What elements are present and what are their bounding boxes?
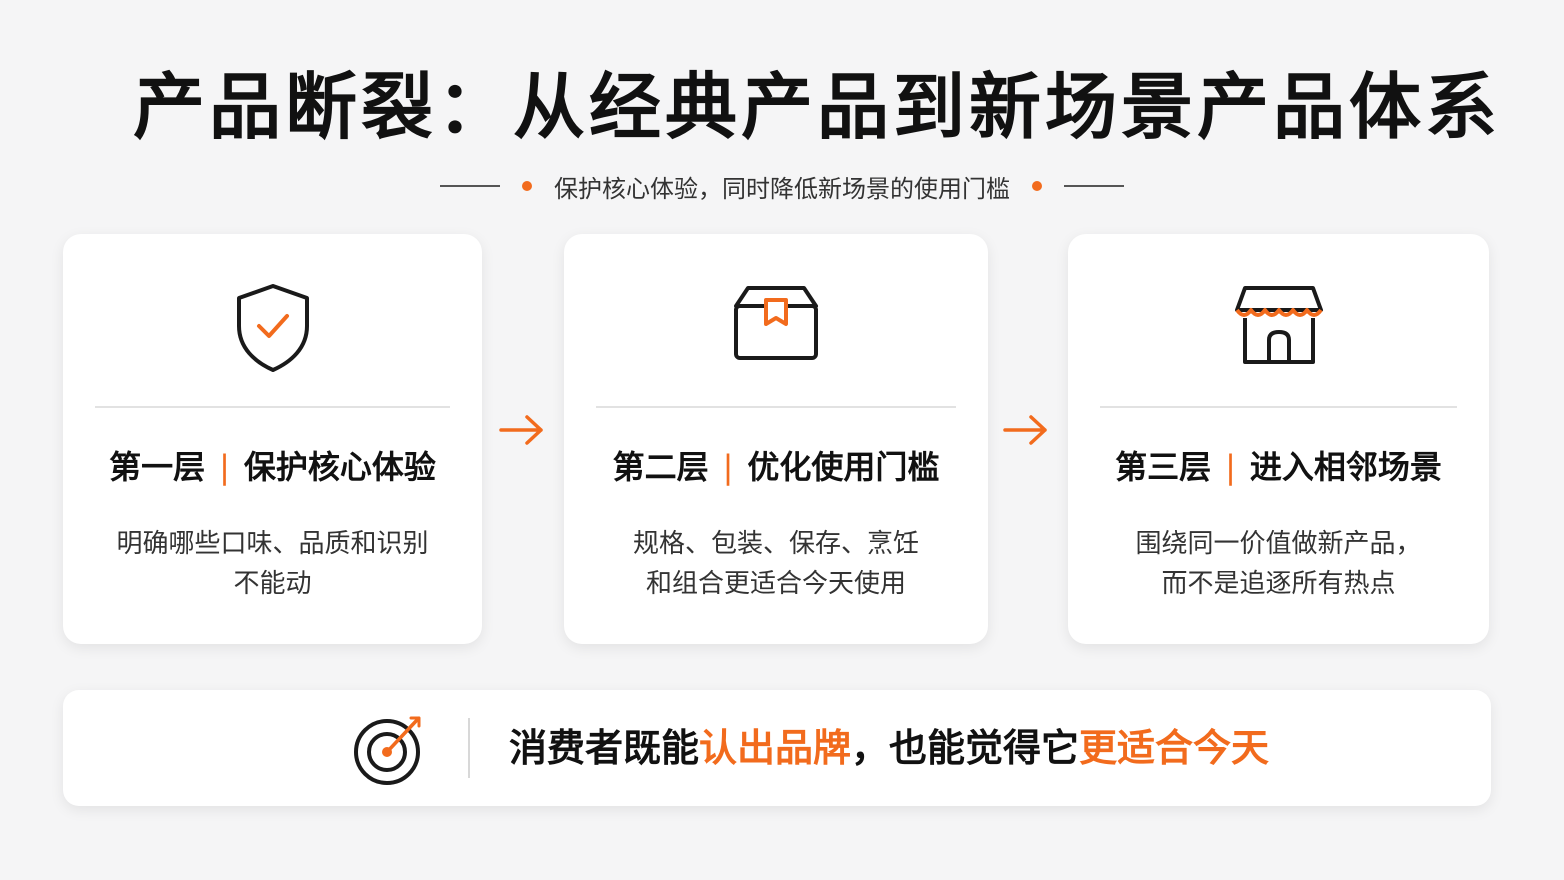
heading-separator: | — [219, 448, 230, 486]
box-icon — [734, 286, 818, 360]
layer-label: 第三层 — [1115, 448, 1212, 486]
subtitle-left-line — [440, 185, 500, 187]
conclusion-part: ，也能觉得它 — [851, 726, 1080, 770]
heading-separator: | — [1225, 448, 1236, 486]
arrow-right-icon — [1003, 415, 1047, 445]
subtitle: 保护核心体验，同时降低新场景的使用门槛 — [554, 174, 1010, 203]
description-line: 而不是追逐所有热点 — [1161, 569, 1396, 599]
card-heading: 第二层 | 优化使用门槛 — [564, 442, 988, 488]
description-line: 和组合更适合今天使用 — [645, 569, 906, 599]
layer-label: 第一层 — [109, 448, 206, 486]
card-layer-1: 第一层 | 保护核心体验 明确哪些口味、品质和识别 不能动 — [63, 234, 482, 644]
storefront-icon — [1234, 286, 1323, 364]
description-line: 明确哪些口味、品质和识别 — [116, 529, 429, 559]
subtitle-row: 保护核心体验，同时降低新场景的使用门槛 — [0, 168, 1564, 204]
conclusion-banner: 消费者既能认出品牌，也能觉得它更适合今天 — [63, 690, 1491, 806]
card-divider — [95, 406, 450, 408]
card-divider — [596, 406, 956, 408]
subtitle-right-line — [1064, 185, 1124, 187]
card-layer-2: 第二层 | 优化使用门槛 规格、包装、保存、烹饪 和组合更适合今天使用 — [564, 234, 988, 644]
shield-check-icon — [236, 284, 309, 372]
arrow-right-icon — [499, 415, 543, 445]
card-description: 规格、包装、保存、烹饪 和组合更适合今天使用 — [594, 524, 958, 604]
conclusion-part: 消费者既能 — [509, 726, 700, 770]
card-layer-3: 第三层 | 进入相邻场景 围绕同一价值做新产品， 而不是追逐所有热点 — [1068, 234, 1489, 644]
page-title: 产品断裂：从经典产品到新场景产品体系 — [132, 65, 1501, 149]
card-divider — [1100, 406, 1457, 408]
card-heading: 第一层 | 保护核心体验 — [63, 442, 482, 488]
conclusion-highlight: 认出品牌 — [699, 726, 852, 770]
layer-name: 保护核心体验 — [243, 448, 436, 486]
description-line: 不能动 — [233, 569, 312, 599]
layer-name: 优化使用门槛 — [747, 448, 940, 486]
conclusion-highlight: 更适合今天 — [1079, 726, 1270, 770]
card-heading: 第三层 | 进入相邻场景 — [1068, 442, 1489, 488]
target-icon — [354, 716, 421, 785]
subtitle-right-dot — [1032, 181, 1042, 191]
vertical-divider — [468, 718, 470, 778]
conclusion-text: 消费者既能认出品牌，也能觉得它更适合今天 — [509, 720, 1269, 776]
card-description: 围绕同一价值做新产品， 而不是追逐所有热点 — [1098, 524, 1459, 604]
card-description: 明确哪些口味、品质和识别 不能动 — [93, 524, 452, 604]
layer-label: 第二层 — [612, 448, 709, 486]
subtitle-left-dot — [522, 181, 532, 191]
description-line: 围绕同一价值做新产品， — [1135, 529, 1422, 559]
heading-separator: | — [722, 448, 734, 486]
layer-name: 进入相邻场景 — [1249, 448, 1442, 486]
description-line: 规格、包装、保存、烹饪 — [632, 529, 919, 559]
